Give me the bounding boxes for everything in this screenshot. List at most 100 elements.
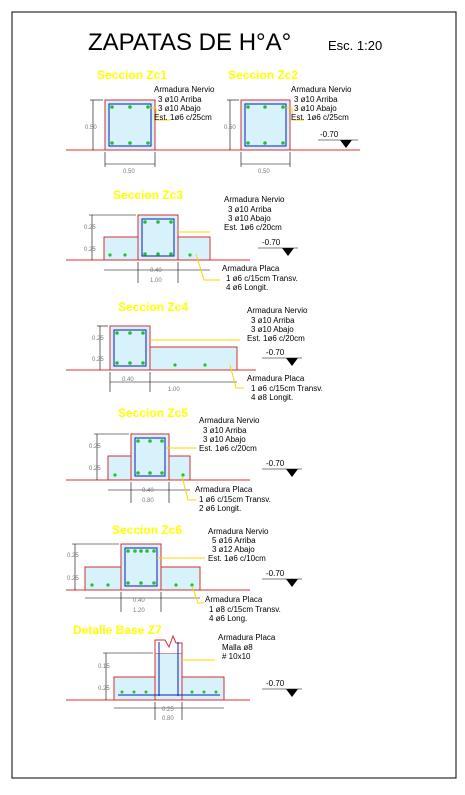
svg-text:Est. 1ø6 c/25cm: Est. 1ø6 c/25cm: [154, 113, 212, 122]
rebar-notes-z7: Armadura Placa Malla ø8 # 10x10: [218, 633, 276, 661]
svg-text:3 ø10 Arriba: 3 ø10 Arriba: [251, 316, 295, 325]
rebar-notes-zc2: Armadura Nervio 3 ø10 Arriba 3 ø10 Abajo…: [291, 85, 352, 122]
svg-text:0.25: 0.25: [92, 336, 104, 342]
drawing-scale: Esc. 1:20: [328, 38, 382, 53]
leader-line: [195, 253, 220, 281]
longitudinal-bars: [108, 220, 192, 257]
section-zc3: Seccion Zc3 0.250.25 0.401.00 Armadura N…: [66, 188, 298, 292]
svg-text:0.25: 0.25: [67, 576, 79, 582]
level-mark: -0.70: [266, 569, 285, 578]
longitudinal-bars: [246, 105, 285, 145]
svg-text:Armadura Placa: Armadura Placa: [222, 264, 280, 273]
stirrup: [108, 103, 152, 147]
section-label-zc5: Seccion Zc5: [118, 406, 188, 420]
section-zc2: Seccion Zc2 0.50 0.50 Armadura Nervio 3 …: [222, 68, 360, 175]
svg-text:4 ø6 Longit.: 4 ø6 Longit.: [226, 283, 268, 292]
leader-line: [150, 107, 170, 121]
svg-text:1 ø6 c/15cm Transv.: 1 ø6 c/15cm Transv.: [251, 384, 323, 393]
mesh-bars: [120, 690, 218, 694]
svg-text:Armadura Placa: Armadura Placa: [205, 595, 263, 604]
svg-text:3 ø10 Abajo: 3 ø10 Abajo: [294, 104, 337, 113]
svg-text:3 ø10 Abajo: 3 ø10 Abajo: [203, 435, 246, 444]
svg-text:0.25: 0.25: [67, 553, 79, 559]
svg-text:1 ø6 c/15cm Transv.: 1 ø6 c/15cm Transv.: [199, 495, 271, 504]
svg-text:0.25: 0.25: [89, 444, 101, 450]
level-mark: -0.70: [320, 130, 339, 139]
svg-text:1.00: 1.00: [150, 278, 162, 284]
rebar-notes-zc1: Armadura Nervio 3 ø10 Arriba 3 ø10 Abajo…: [154, 85, 215, 122]
stirrup: [134, 437, 166, 477]
svg-text:Malla ø8: Malla ø8: [222, 643, 253, 652]
longitudinal-bars: [110, 105, 150, 145]
level-mark: -0.70: [266, 679, 285, 688]
stirrup: [141, 218, 175, 257]
section-label-zc3: Seccion Zc3: [113, 188, 183, 202]
svg-text:0.50: 0.50: [85, 125, 97, 131]
svg-text:0.80: 0.80: [142, 498, 154, 504]
svg-text:Est. 1ø6 c/20cm: Est. 1ø6 c/20cm: [224, 223, 282, 232]
svg-text:Armadura Placa: Armadura Placa: [195, 485, 253, 494]
stirrup: [244, 103, 287, 147]
svg-text:0.50: 0.50: [123, 169, 135, 175]
section-label-z7: Detalle Base Z7: [73, 623, 162, 637]
svg-text:0.25: 0.25: [98, 686, 110, 692]
section-zc6: Seccion Zc6 0.250.25 0.401.20 Armadura N…: [66, 523, 302, 623]
svg-text:0.80: 0.80: [162, 716, 174, 722]
svg-text:Armadura Nervio: Armadura Nervio: [208, 527, 269, 536]
longitudinal-bars: [115, 331, 207, 367]
drawing-title: ZAPATAS DE H°A°: [88, 29, 291, 56]
svg-text:Est. 1ø6 c/20cm: Est. 1ø6 c/20cm: [247, 334, 305, 343]
section-zc5: Seccion Zc5 0.250.25 0.400.80 Armadura N…: [66, 406, 302, 513]
section-z7: Detalle Base Z7 0.150.25 0.250.80 Armadu…: [66, 623, 302, 722]
svg-text:0.15: 0.15: [98, 664, 110, 670]
stirrup: [113, 329, 147, 367]
svg-text:4 ø8 Longit.: 4 ø8 Longit.: [251, 393, 293, 402]
break-line: [154, 634, 183, 653]
svg-text:3 ø10 Abajo: 3 ø10 Abajo: [158, 104, 201, 113]
svg-text:3 ø10 Abajo: 3 ø10 Abajo: [251, 325, 294, 334]
svg-text:3 ø10 Arriba: 3 ø10 Arriba: [228, 205, 272, 214]
svg-text:3 ø10 Arriba: 3 ø10 Arriba: [158, 95, 202, 104]
longitudinal-bars: [90, 549, 194, 587]
footing-slab: [149, 346, 238, 371]
svg-text:Armadura Nervio: Armadura Nervio: [154, 85, 215, 94]
svg-text:0.50: 0.50: [224, 125, 236, 131]
svg-text:Armadura Placa: Armadura Placa: [218, 633, 276, 642]
svg-text:Armadura Nervio: Armadura Nervio: [291, 85, 352, 94]
svg-text:3 ø10 Arriba: 3 ø10 Arriba: [294, 95, 338, 104]
svg-text:2 ø6 Longit.: 2 ø6 Longit.: [199, 504, 241, 513]
section-label-zc4: Seccion Zc4: [118, 300, 188, 314]
svg-text:0.40: 0.40: [150, 268, 162, 274]
svg-text:Est. 1ø6 c/25cm: Est. 1ø6 c/25cm: [291, 113, 349, 122]
svg-text:3 ø10 Arriba: 3 ø10 Arriba: [203, 426, 247, 435]
svg-text:5 ø16 Arriba: 5 ø16 Arriba: [212, 536, 256, 545]
leader-line: [191, 585, 204, 604]
section-label-zc1: Seccion Zc1: [97, 68, 167, 82]
level-mark: -0.70: [262, 238, 281, 247]
svg-text:3 ø12 Abajo: 3 ø12 Abajo: [212, 545, 255, 554]
svg-text:0.50: 0.50: [258, 169, 270, 175]
level-mark: -0.70: [266, 348, 285, 357]
svg-text:1.00: 1.00: [168, 387, 180, 393]
section-zc4: Seccion Zc4 0.250.25 0.401.00 Armadura N…: [66, 300, 323, 402]
svg-text:# 10x10: # 10x10: [222, 652, 251, 661]
section-label-zc2: Seccion Zc2: [228, 68, 298, 82]
sheet-border: [11, 11, 457, 779]
rebar-notes-zc5: Armadura Nervio 3 ø10 Arriba 3 ø10 Abajo…: [195, 416, 271, 513]
svg-text:0.40: 0.40: [133, 598, 145, 604]
svg-text:0.40: 0.40: [122, 377, 134, 383]
svg-text:Armadura Nervio: Armadura Nervio: [247, 306, 308, 315]
leader-line: [181, 475, 196, 501]
section-zc1: Seccion Zc1 0.50 0.50 Armadura Nervio 3 …: [66, 68, 222, 175]
longitudinal-bars: [113, 439, 185, 477]
rebar-notes-zc4: Armadura Nervio 3 ø10 Arriba 3 ø10 Abajo…: [247, 306, 323, 402]
svg-text:0.40: 0.40: [142, 488, 154, 494]
svg-text:1 ø6 c/15cm Transv.: 1 ø6 c/15cm Transv.: [226, 274, 298, 283]
section-label-zc6: Seccion Zc6: [112, 523, 182, 537]
leader-line: [286, 107, 304, 121]
level-mark: -0.70: [266, 459, 285, 468]
rebar-notes-zc3: Armadura Nervio 3 ø10 Arriba 3 ø10 Abajo…: [222, 195, 298, 292]
svg-text:0.25: 0.25: [84, 247, 96, 253]
